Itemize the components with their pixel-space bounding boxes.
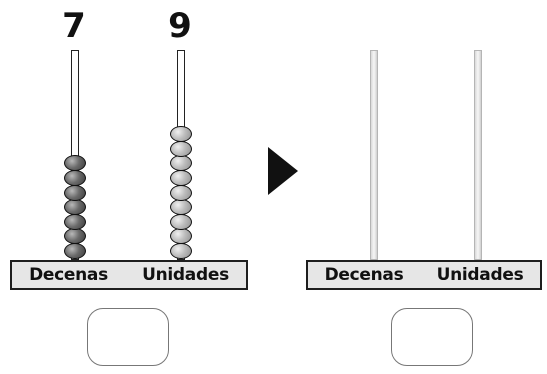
answer-box-left[interactable] bbox=[87, 308, 169, 366]
tens-label: Decenas bbox=[324, 265, 404, 285]
bead bbox=[170, 126, 192, 143]
tens-label: Decenas bbox=[29, 265, 108, 285]
units-label: Unidades bbox=[436, 265, 524, 285]
tens-rod bbox=[71, 50, 79, 260]
bead bbox=[64, 155, 86, 172]
abacus-base: Decenas Unidades bbox=[10, 260, 248, 290]
tens-digit: 7 bbox=[62, 6, 86, 46]
answer-box-right[interactable] bbox=[391, 308, 473, 366]
units-digit: 9 bbox=[168, 6, 192, 46]
tens-rod bbox=[370, 50, 378, 260]
abacus-base: Decenas Unidades bbox=[306, 260, 542, 290]
units-label: Unidades bbox=[142, 265, 229, 285]
right-arrow-icon bbox=[268, 147, 298, 195]
units-rod bbox=[474, 50, 482, 260]
